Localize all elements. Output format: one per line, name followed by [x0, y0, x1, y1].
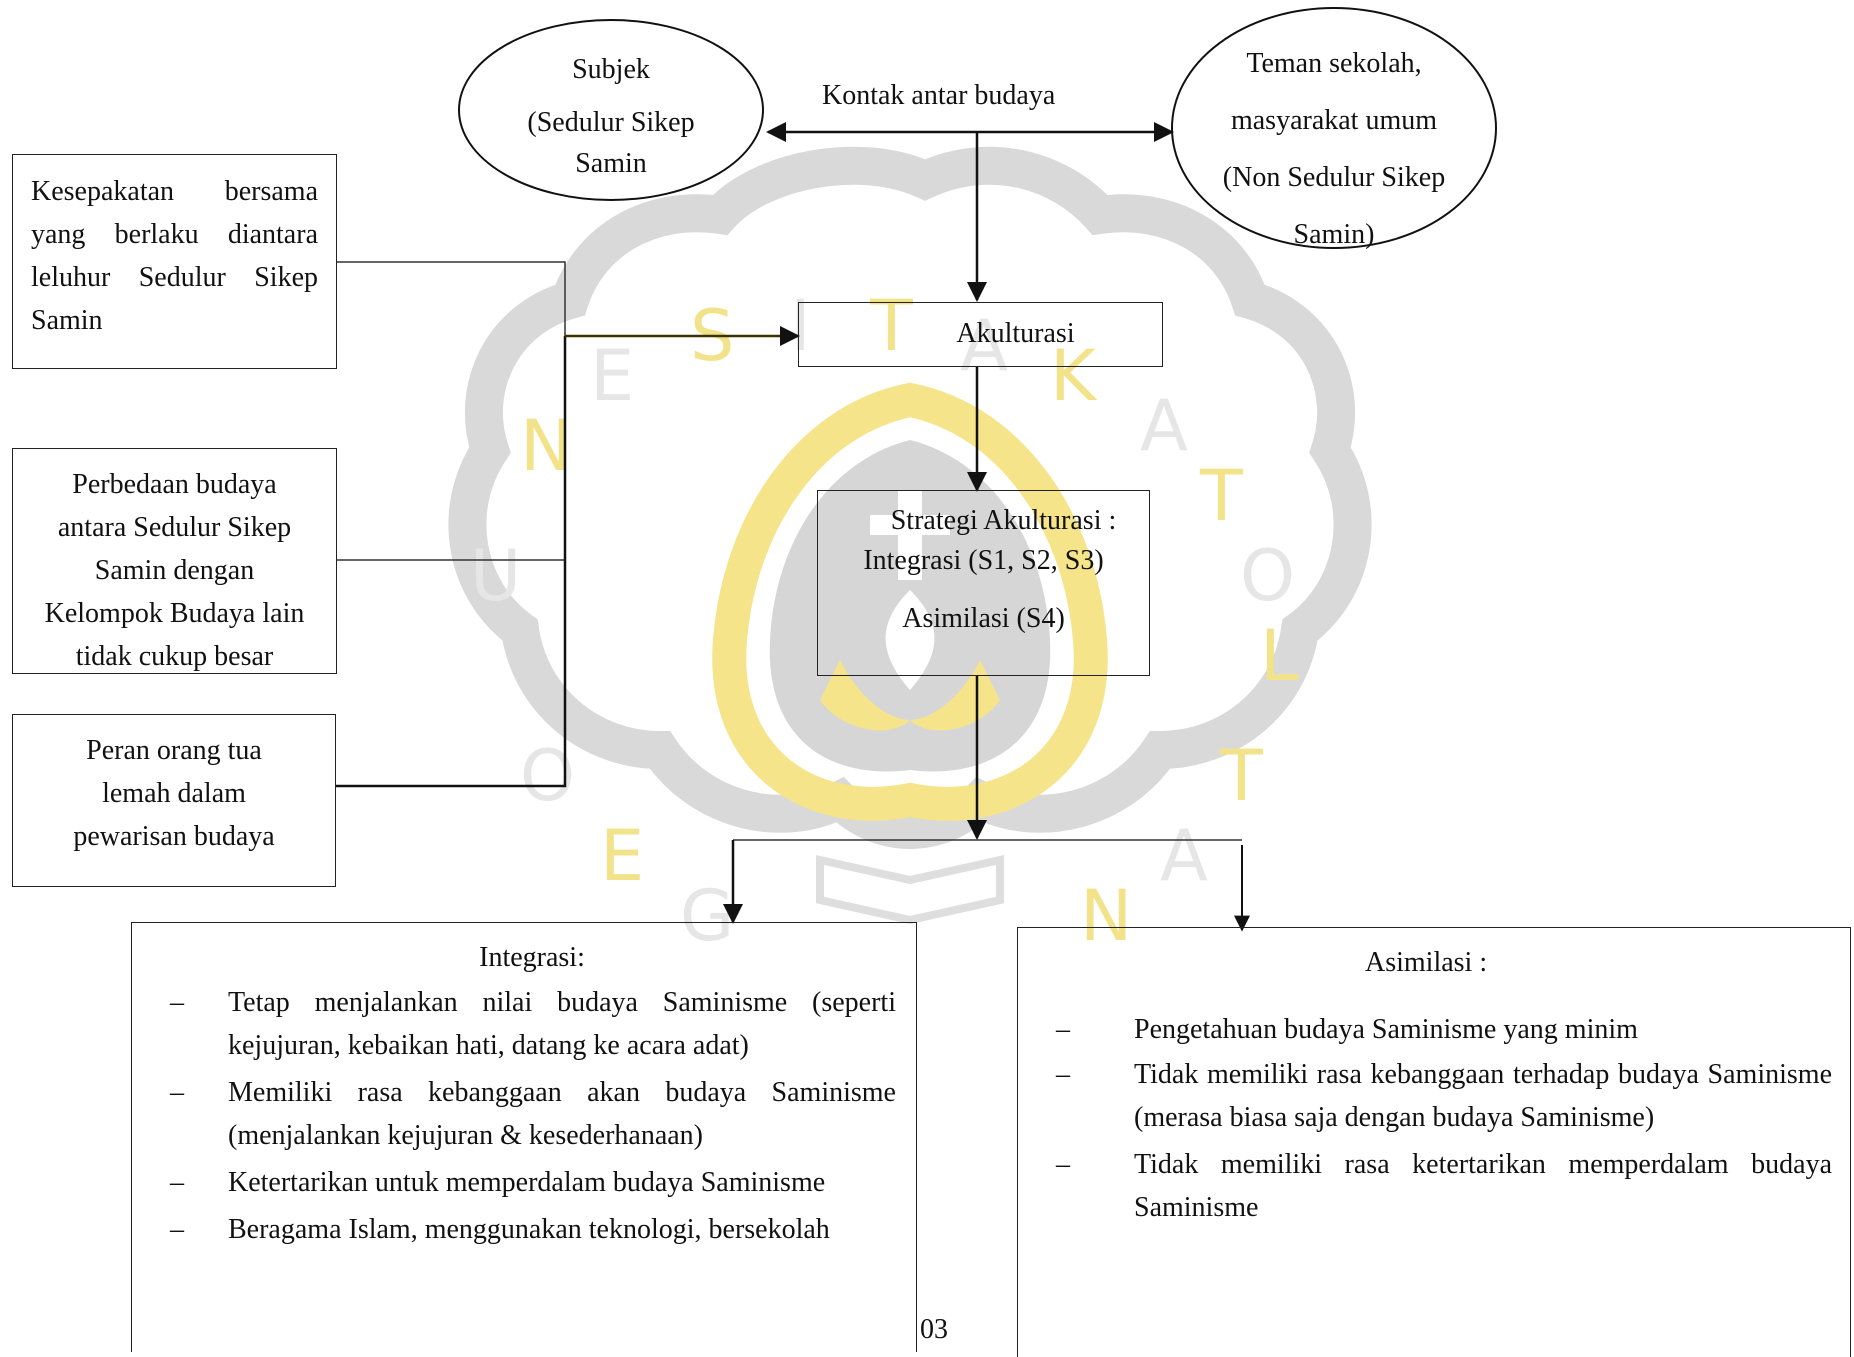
integrasi-item: Ketertarikan untuk memperdalam budaya Sa… — [132, 1161, 896, 1204]
svg-text:T: T — [1219, 735, 1263, 817]
factor-diff-line2: antara Sedulur Sikep — [57, 512, 292, 543]
factor-box-cultural-difference: Perbedaan budaya antara Sedulur Sikep Sa… — [12, 448, 337, 674]
factor-parent-line1: Peran orang tua — [86, 735, 262, 766]
integrasi-box: Integrasi: Tetap menjalankan nilai buday… — [131, 922, 917, 1352]
factor-parent-line2: lemah dalam — [102, 778, 246, 809]
integrasi-item: Beragama Islam, menggunakan teknologi, b… — [132, 1208, 896, 1251]
svg-text:U: U — [470, 535, 521, 617]
factor-diff-line3: Samin dengan — [94, 555, 255, 586]
svg-text:A: A — [1140, 385, 1188, 467]
svg-text:T: T — [869, 285, 913, 367]
subject-line2: (Sedulur Sikep — [527, 107, 695, 138]
asimilasi-item: Pengetahuan budaya Saminisme yang minim — [1018, 1008, 1832, 1051]
factor-diff-line5: tidak cukup besar — [75, 641, 274, 672]
integrasi-item: Tetap menjalankan nilai budaya Saminisme… — [132, 981, 896, 1067]
integrasi-item: Memiliki rasa kebanggaan akan budaya Sam… — [132, 1071, 896, 1157]
svg-text:A: A — [1160, 815, 1208, 897]
peers-line2: masyarakat umum — [1230, 105, 1438, 136]
contact-label: Kontak antar budaya — [822, 80, 1056, 111]
svg-text:N: N — [1080, 875, 1132, 957]
asimilasi-title: Asimilasi : — [1365, 947, 1488, 978]
svg-text:T: T — [1199, 455, 1243, 537]
factor1-connector — [336, 261, 566, 561]
akulturasi-label: Akulturasi — [956, 318, 1075, 349]
peers-line1: Teman sekolah, — [1246, 48, 1422, 79]
subject-ellipse-text: Subjek (Sedulur Sikep Samin — [480, 46, 742, 188]
factor-box-parent-role: Peran orang tua lemah dalam pewarisan bu… — [12, 714, 336, 887]
strategy-line3: Asimilasi (S4) — [902, 603, 1065, 634]
subject-ellipse — [458, 19, 764, 201]
svg-text:K: K — [1050, 335, 1098, 417]
subject-line1: Subjek — [572, 54, 650, 85]
subject-line3: Samin — [575, 148, 647, 179]
strategy-box: Strategi Akulturasi : Integrasi (S1, S2,… — [817, 490, 1150, 676]
factor-diff-line4: Kelompok Budaya lain — [44, 598, 305, 629]
factor-box-agreement: Kesepakatan bersama yang berlaku diantar… — [12, 154, 337, 369]
svg-text:L: L — [1260, 615, 1299, 697]
page-number: 03 — [920, 1314, 948, 1345]
svg-text:O: O — [1240, 535, 1295, 617]
svg-text:A: A — [960, 305, 1008, 387]
asimilasi-item: Tidak memiliki rasa ketertarikan memperd… — [1018, 1143, 1832, 1229]
asimilasi-item: Tidak memiliki rasa kebanggaan terhadap … — [1018, 1053, 1832, 1139]
akulturasi-box: Akulturasi — [798, 302, 1163, 367]
factor-diff-line1: Perbedaan budaya — [72, 469, 277, 500]
integrasi-title: Integrasi: — [479, 942, 585, 973]
factor3-connector — [336, 336, 567, 788]
svg-text:I: I — [790, 285, 811, 367]
svg-text:N: N — [520, 405, 572, 487]
peers-line4: Samin) — [1293, 219, 1375, 250]
strategy-line1: Strategi Akulturasi : — [890, 505, 1117, 536]
svg-text:E: E — [590, 335, 634, 417]
asimilasi-list: Pengetahuan budaya Saminisme yang minim … — [1018, 1008, 1832, 1229]
svg-text:E: E — [600, 815, 644, 897]
peers-ellipse-text: Teman sekolah, masyarakat umum (Non Sedu… — [1200, 35, 1468, 263]
asimilasi-box: Asimilasi : Pengetahuan budaya Saminisme… — [1017, 927, 1851, 1357]
integrasi-list: Tetap menjalankan nilai budaya Saminisme… — [132, 981, 896, 1251]
factor-parent-line3: pewarisan budaya — [73, 821, 275, 852]
peers-line3: (Non Sedulur Sikep — [1222, 162, 1446, 193]
strategy-line2: Integrasi (S1, S2, S3) — [863, 545, 1104, 576]
factor-agreement-text: Kesepakatan bersama yang berlaku diantar… — [31, 176, 318, 336]
